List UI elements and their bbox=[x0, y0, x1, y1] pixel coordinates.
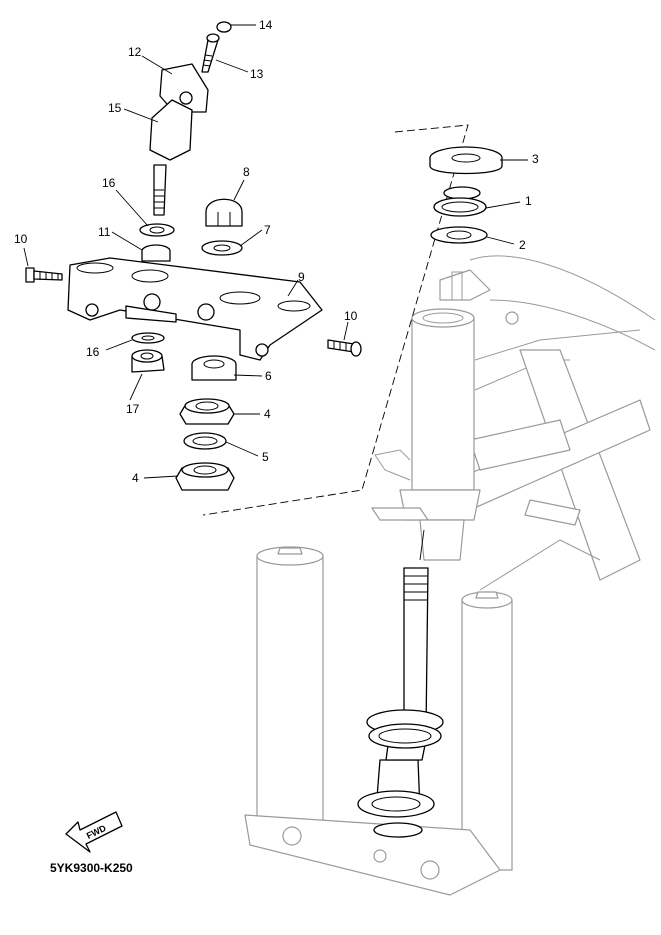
rubber-washer-5 bbox=[183, 432, 227, 450]
leader-lines bbox=[23, 24, 528, 479]
under-bracket bbox=[244, 814, 501, 896]
callout-16-upper: 16 bbox=[102, 176, 116, 190]
callout-12: 12 bbox=[128, 45, 142, 59]
lower-bearing bbox=[357, 709, 444, 838]
washer-16-lower bbox=[131, 332, 165, 344]
callout-13: 13 bbox=[250, 67, 264, 81]
cap-nut-8 bbox=[205, 198, 243, 227]
callout-4-upper: 4 bbox=[264, 407, 271, 421]
callout-9: 9 bbox=[298, 270, 305, 284]
diagram-code: 5YK9300-K250 bbox=[50, 861, 133, 875]
bolt-10-left bbox=[25, 267, 63, 283]
leader-stem bbox=[419, 529, 425, 561]
assembly-boundary bbox=[202, 124, 469, 516]
cap-nut-14 bbox=[216, 21, 232, 33]
callout-8: 8 bbox=[243, 165, 250, 179]
callout-5: 5 bbox=[262, 450, 269, 464]
steering-stem bbox=[375, 567, 429, 811]
callout-10-left: 10 bbox=[14, 232, 28, 246]
callout-10-right: 10 bbox=[344, 309, 358, 323]
callout-3: 3 bbox=[532, 152, 539, 166]
damper-11 bbox=[141, 244, 171, 262]
fwd-arrow-icon: FWD bbox=[65, 811, 123, 853]
bolt-10-right bbox=[327, 339, 362, 357]
handlebar-lower-holder-15 bbox=[149, 99, 193, 216]
callout-1: 1 bbox=[525, 194, 532, 208]
washer-7 bbox=[201, 240, 243, 256]
fork-tube-right bbox=[461, 591, 513, 871]
washer-16-upper bbox=[139, 223, 175, 237]
bearing-cover-3 bbox=[429, 146, 503, 175]
nut-17 bbox=[131, 349, 165, 373]
callout-17: 17 bbox=[126, 402, 140, 416]
callout-11: 11 bbox=[98, 225, 111, 239]
head-pipe bbox=[371, 271, 481, 561]
callout-6: 6 bbox=[265, 369, 272, 383]
callout-14: 14 bbox=[259, 18, 273, 32]
callout-2: 2 bbox=[519, 238, 526, 252]
fork-tube-left bbox=[256, 546, 324, 831]
ring-nut-4-lower bbox=[175, 462, 235, 491]
callout-4-lower: 4 bbox=[132, 471, 139, 485]
upper-bracket-9 bbox=[67, 257, 323, 361]
lock-washer-6 bbox=[191, 355, 237, 381]
ring-nut-4-upper bbox=[179, 398, 235, 425]
frame-outline bbox=[374, 255, 656, 591]
bearing-race-2 bbox=[430, 226, 488, 244]
upper-bearing-1 bbox=[433, 186, 487, 217]
callout-15: 15 bbox=[108, 101, 122, 115]
callout-7: 7 bbox=[264, 223, 271, 237]
bolt-13 bbox=[201, 33, 220, 73]
callout-16-lower: 16 bbox=[86, 345, 100, 359]
